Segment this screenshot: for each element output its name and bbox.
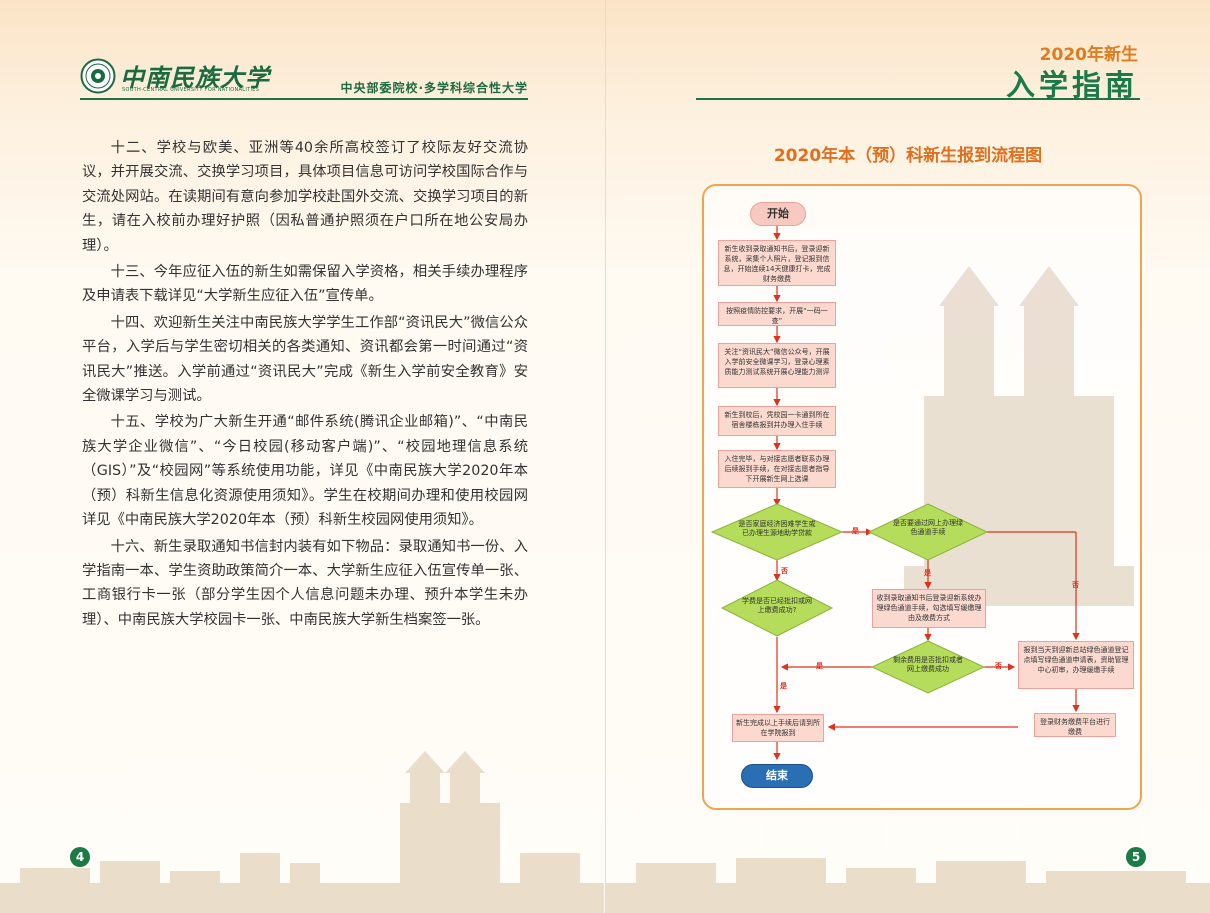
- end-node: 结束: [741, 764, 813, 788]
- decision-remaining-fee: 剩余费用是否批扣或者网上缴费成功: [893, 656, 963, 673]
- left-page: 中南民族大学 SOUTH-CENTRAL UNIVERSITY FOR NATI…: [0, 58, 604, 913]
- flow-connectors: [710, 225, 1080, 761]
- start-node: 开始: [750, 202, 806, 226]
- edge-label-yes: 是: [852, 527, 859, 535]
- decision-diamond: [867, 503, 989, 561]
- flowchart-title: 2020年本（预）科新生报到流程图: [773, 146, 1043, 166]
- university-name: 中南民族大学: [120, 63, 270, 92]
- edge-label-no: 否: [995, 662, 1002, 670]
- paragraph-15: 十五、学校为广大新生开通“邮件系统(腾讯企业邮箱)”、“中南民族大学企业微信”、…: [82, 414, 528, 529]
- slogan: 中央部委院校·多学科综合性大学: [340, 81, 528, 95]
- step-follow-wechat: 关注“资讯民大”微信公众号，开展入学前安全微课学习，登录心理素质能力测试系统开展…: [718, 343, 836, 388]
- decision-green-channel: 是否要通过网上办理绿色通道手续: [893, 519, 963, 536]
- paragraph-13: 十三、今年应征入伍的新生如需保留入学资格，相关手续办理程序及申请表下载详见“大学…: [82, 264, 528, 305]
- page-fold: [605, 0, 606, 913]
- step-dorm-checkin: 新生到校后，凭校园一卡通到所在宿舍楼栋报到并办理入住手续: [718, 406, 836, 436]
- decision-diamond: [870, 640, 986, 694]
- paragraph-14: 十四、欢迎新生关注中南民族大学学生工作部“资讯民大”微信公众平台，入学后与学生密…: [82, 314, 528, 405]
- decision-tuition-paid: 学费是否已经批扣或网上缴费成功?: [742, 597, 812, 614]
- paragraph-16: 十六、新生录取通知书信封内装有如下物品：录取通知书一份、入学指南一本、学生资助政…: [82, 538, 528, 628]
- step-finance-payment: 登录财务缴费平台进行缴费: [1034, 713, 1116, 737]
- decision-diamond: [720, 579, 834, 637]
- university-logo-icon: [80, 58, 116, 94]
- step-green-channel-online: 收到录取通知书后登录迎新系统办理绿色通道手续，勾选填写缓缴理由及缴费方式: [872, 589, 986, 628]
- step-epidemic-check: 按照疫情防控要求，开展“一码一查”: [718, 302, 836, 326]
- edge-label-yes: 是: [780, 682, 787, 690]
- header-rule: [696, 98, 1140, 100]
- edge-label-yes: 是: [924, 569, 931, 577]
- decision-diamond: [710, 503, 844, 561]
- decision-financial-aid: 是否家庭经济困难学生或已办理生源地助学贷款: [738, 520, 816, 537]
- campus-skyline-illustration: [606, 858, 1210, 913]
- step-college-report: 新生完成以上手续后请到所在学院报到: [732, 714, 824, 742]
- paragraph-12: 十二、学校与欧美、亚洲等40余所高校签订了校际友好交流协议，并开展交流、交换学习…: [82, 140, 528, 254]
- edge-label-no: 否: [781, 567, 788, 575]
- header-rule: [80, 98, 528, 100]
- step-green-channel-onsite: 报到当天到迎新总站绿色通道登记点填写绿色通道申请表，资助管理中心初审，办理缓缴手…: [1018, 641, 1134, 689]
- flowchart-frame: 开始 新生收到录取通知书后，登录迎新系统，采集个人照片，登记报到信息，开始连续1…: [702, 184, 1142, 810]
- step-course-selection: 入住完毕，与对接志愿者联系办理后续报到手续，在对接志愿者指导下开展新生网上选课: [718, 450, 836, 488]
- campus-skyline-illustration: [0, 751, 604, 913]
- guide-year: 2020年新生: [1039, 45, 1138, 65]
- edge-label-yes: 是: [816, 662, 823, 670]
- body-text: 十二、学校与欧美、亚洲等40余所高校签订了校际友好交流协议，并开展交流、交换学习…: [82, 136, 528, 634]
- edge-label-no: 否: [1072, 581, 1079, 589]
- university-english-name: SOUTH-CENTRAL UNIVERSITY FOR NATIONALITI…: [122, 87, 260, 93]
- step-login-system: 新生收到录取通知书后，登录迎新系统，采集个人照片，登记报到信息，开始连续14天健…: [718, 240, 836, 286]
- page-number-left: 4: [70, 847, 90, 867]
- guide-title: 入学指南: [1005, 68, 1138, 102]
- right-page: 2020年新生 入学指南 2020年本（预）科新生报到流程图: [606, 0, 1210, 913]
- page-number-right: 5: [1126, 847, 1146, 867]
